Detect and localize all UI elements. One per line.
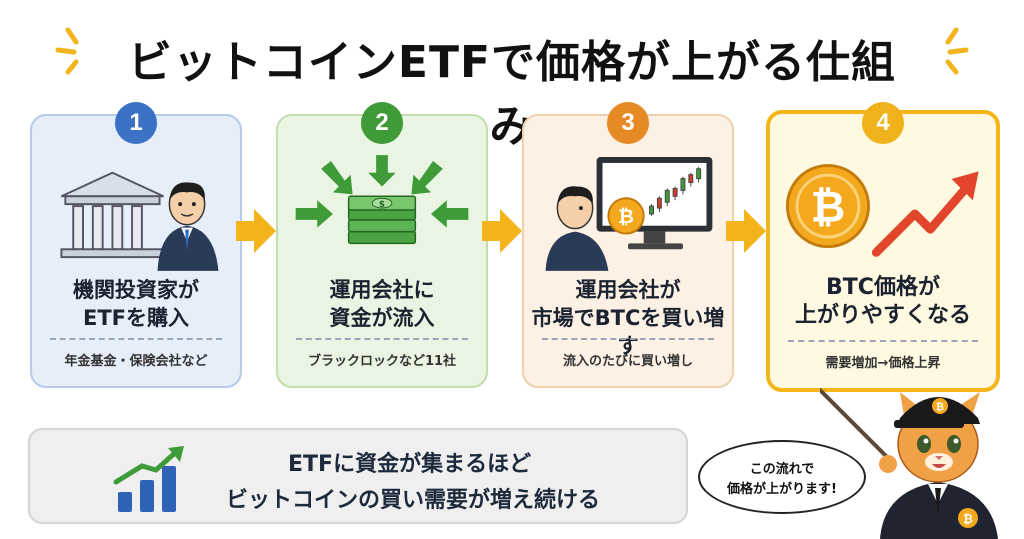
trend-up-arrow-icon — [871, 171, 979, 257]
step-number-badge: 4 — [862, 102, 904, 144]
step-heading: BTC価格が 上がりやすくなる — [794, 275, 971, 328]
cat-mascot-illustration: ₿ ₿ — [820, 388, 998, 539]
inflow-arrow-icon — [295, 155, 469, 228]
cash-stack-icon: $ — [347, 195, 417, 245]
step-note: 需要増加→価格上昇 — [825, 356, 941, 371]
step-number-badge: 3 — [607, 102, 649, 144]
speech-bubble: この流れで 価格が上がります! — [698, 440, 866, 514]
step-note: 年金基金・保険会社など — [64, 354, 208, 369]
divider — [50, 338, 222, 340]
price-rise-illustration: ₿ — [770, 144, 996, 274]
divider — [542, 338, 714, 340]
summary-box: ETFに資金が集まるほど ビットコインの買い需要が増え続ける — [28, 428, 688, 524]
step-number-badge: 1 — [115, 102, 157, 144]
step-card-1: 1 機関投資家が ETFを購入 — [30, 102, 242, 388]
speech-line-2: 価格が上がります! — [727, 482, 837, 497]
summary-line-2: ビットコインの買い需要が増え続ける — [226, 488, 601, 513]
pointer-stick-icon — [820, 388, 896, 466]
flow-arrow-icon — [236, 209, 276, 253]
svg-text:₿: ₿ — [963, 512, 973, 526]
speech-line-1: この流れで — [749, 462, 815, 477]
divider — [788, 340, 978, 342]
money-inflow-illustration: $ — [278, 146, 486, 276]
svg-text:₿: ₿ — [618, 205, 634, 228]
flow-arrow-icon — [726, 209, 766, 253]
summary-line-1: ETFに資金が集まるほど — [288, 452, 532, 477]
investor-icon — [157, 182, 219, 271]
svg-text:$: $ — [379, 200, 385, 210]
title-area: ビットコインETFで価格が上がる仕組み — [0, 18, 1024, 152]
trader-monitor-illustration: ₿ — [524, 146, 732, 276]
svg-text:₿: ₿ — [936, 401, 944, 413]
flow-arrow-icon — [482, 209, 522, 253]
bitcoin-coin-icon: ₿ — [607, 197, 645, 235]
step-card-4: 4 ₿ BTC価格が 上がりやすくなる 需要増加→価格上昇 — [766, 102, 1000, 392]
step-note: ブラックロックなど11社 — [307, 354, 457, 369]
growth-chart-icon — [113, 446, 184, 512]
step-number-badge: 2 — [361, 102, 403, 144]
step-heading: 機関投資家が ETFを購入 — [73, 278, 199, 330]
bank-icon — [60, 171, 165, 259]
sparkle-icon — [55, 27, 79, 75]
step-heading: 運用会社に 資金が流入 — [329, 278, 435, 330]
step-heading: 運用会社が 市場でBTCを買い増す — [531, 278, 725, 358]
sparkle-icon — [945, 27, 969, 75]
bitcoin-coin-icon: ₿ — [785, 164, 870, 249]
bank-investor-illustration — [32, 146, 240, 276]
step-card-2: 2 $ 運用会社に 資金が流入 ブラックロックなど11社 — [276, 102, 488, 388]
step-card-3: 3 — [522, 102, 734, 388]
svg-text:₿: ₿ — [811, 184, 846, 233]
divider — [296, 338, 468, 340]
trader-icon — [545, 186, 609, 271]
step-note: 流入のたびに買い増し — [562, 354, 693, 369]
